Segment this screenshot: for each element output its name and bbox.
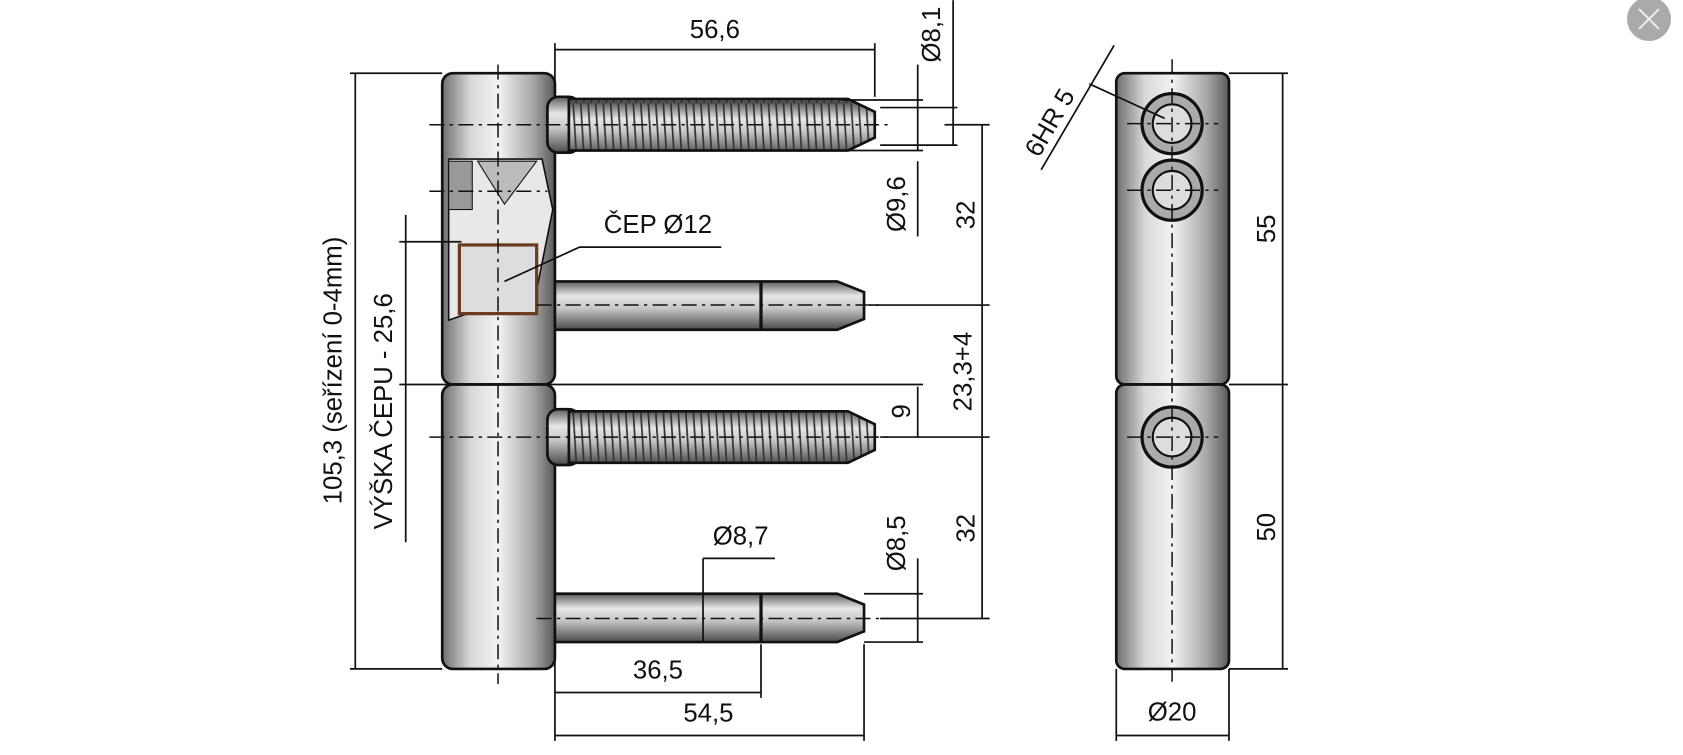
dim-screw-diameter: Ø8,1	[918, 7, 946, 63]
hinge-side-view	[429, 64, 891, 684]
dimension-lines	[349, 0, 1289, 741]
dim-hex: 6HR 5	[1020, 84, 1081, 161]
dim-pin-shoulder: 36,5	[633, 657, 683, 685]
dim-body-diameter: Ø20	[1148, 698, 1197, 726]
dim-pin-length: 54,5	[683, 700, 733, 728]
dim-middle-spacing: 23,3+4	[949, 332, 977, 411]
close-button[interactable]	[1627, 0, 1671, 41]
dim-offset: 9	[888, 404, 916, 418]
dim-spacing-top: 32	[953, 201, 981, 230]
dim-lower-height: 50	[1253, 513, 1281, 542]
dim-spacing-bottom: 32	[953, 514, 981, 543]
dim-pin-tip-diameter: Ø8,5	[883, 515, 911, 571]
dim-pin-height: VÝŠKA ČEPU - 25,6	[369, 293, 398, 529]
dim-upper-height: 55	[1253, 215, 1281, 244]
dim-pin-label: ČEP Ø12	[604, 210, 712, 239]
dim-total-height: 105,3 (seřízení 0-4mm)	[319, 237, 347, 505]
close-icon	[1638, 8, 1660, 30]
hinge-front-view	[1114, 59, 1231, 682]
dim-screw-length: 56,6	[690, 16, 740, 44]
dim-pin-diameter: Ø8,7	[713, 522, 769, 550]
dim-screw-head-diameter: Ø9,6	[883, 176, 911, 232]
